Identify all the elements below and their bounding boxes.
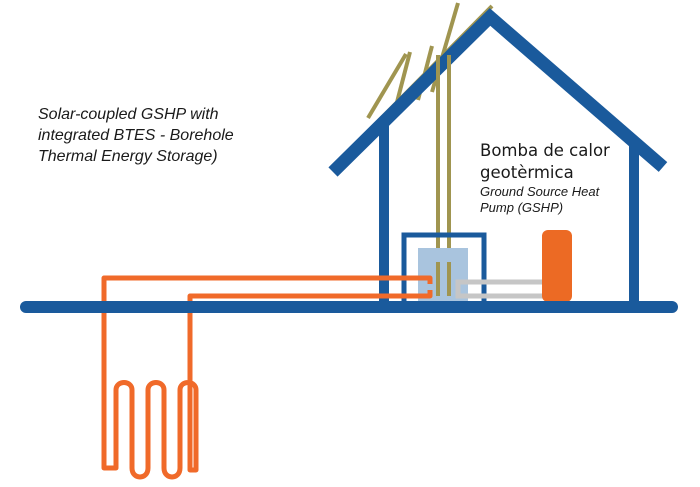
system-caption: Solar-coupled GSHP with integrated BTES … <box>38 104 298 167</box>
ground-loop-pipe <box>101 275 433 480</box>
house-roof <box>328 8 668 177</box>
heat-pump-subtitle-line: Pump (GSHP) <box>480 200 564 215</box>
storage-tank <box>542 230 572 302</box>
heat-pump-title: Bomba de calor geotèrmica <box>480 140 670 184</box>
heat-pump-title-line: geotèrmica <box>480 163 574 182</box>
heat-pump-subtitle-line: Ground Source Heat <box>480 184 600 199</box>
caption-line: integrated BTES - Borehole <box>38 127 234 144</box>
caption-line: Solar-coupled GSHP with <box>38 106 219 123</box>
caption-line: Thermal Energy Storage) <box>38 148 218 165</box>
solar-pipe-lower <box>436 262 451 296</box>
heat-pump-title-line: Bomba de calor <box>480 141 610 160</box>
heat-pump-subtitle: Ground Source Heat Pump (GSHP) <box>480 184 670 216</box>
heat-pump-to-tank-pipe <box>455 279 548 299</box>
